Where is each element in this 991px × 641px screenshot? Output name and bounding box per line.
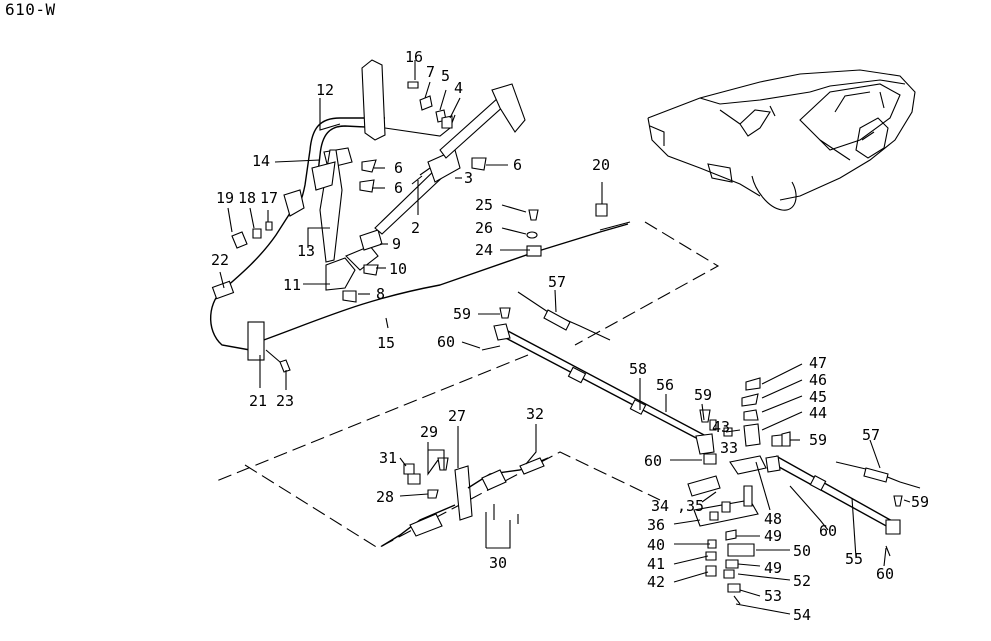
callout-49: 49 xyxy=(764,559,782,577)
callout-25: 25 xyxy=(475,196,493,214)
callout-41: 41 xyxy=(647,555,665,573)
steering-column xyxy=(374,83,526,235)
callout-43: 43 xyxy=(712,418,730,436)
callout-45: 45 xyxy=(809,388,827,406)
callout-50: 50 xyxy=(793,542,811,560)
callout-24: 24 xyxy=(475,241,493,259)
equalizer-assembly xyxy=(499,307,903,605)
callout-27: 27 xyxy=(448,407,466,425)
callout-13: 13 xyxy=(297,242,315,260)
callout-59: 59 xyxy=(453,305,471,323)
callout-16: 16 xyxy=(405,48,423,66)
callout-14: 14 xyxy=(252,152,270,170)
callout-46: 46 xyxy=(809,371,827,389)
callout-48: 48 xyxy=(764,510,782,528)
callout-47: 47 xyxy=(809,354,827,372)
diagram-code: 610-W xyxy=(5,0,56,19)
lower-lever-assembly xyxy=(381,457,549,547)
callout-7: 7 xyxy=(426,63,435,81)
callout-49: 49 xyxy=(764,527,782,545)
leader-lines xyxy=(219,60,911,615)
callout-59: 59 xyxy=(911,493,929,511)
callout-labels: 2 3 4 5 6 6 6 7 8 9 10 11 12 13 14 15 16… xyxy=(211,48,929,624)
callout-53: 53 xyxy=(764,587,782,605)
callout-5: 5 xyxy=(441,67,450,85)
rear-cable-assembly xyxy=(481,291,715,455)
callout-26: 26 xyxy=(475,219,493,237)
callout-58: 58 xyxy=(629,360,647,378)
callout-19: 19 xyxy=(216,189,234,207)
callout-57: 57 xyxy=(548,273,566,291)
callout-60: 60 xyxy=(819,522,837,540)
upper-small-parts xyxy=(231,81,631,373)
callout-6: 6 xyxy=(513,156,522,174)
lever-bracket xyxy=(311,59,456,291)
callout-4: 4 xyxy=(454,79,463,97)
callout-60: 60 xyxy=(876,565,894,583)
callout-18: 18 xyxy=(238,189,256,207)
callout-60: 60 xyxy=(644,452,662,470)
callout-15: 15 xyxy=(377,334,395,352)
callout-42: 42 xyxy=(647,573,665,591)
callout-20: 20 xyxy=(592,156,610,174)
callout-33: 33 xyxy=(720,439,738,457)
callout-17: 17 xyxy=(260,189,278,207)
callout-8: 8 xyxy=(376,285,385,303)
callout-6: 6 xyxy=(394,159,403,177)
callout-34: 34 xyxy=(651,497,669,515)
callout-56: 56 xyxy=(656,376,674,394)
callout-6: 6 xyxy=(394,179,403,197)
callout-40: 40 xyxy=(647,536,665,554)
upper-cable-assembly xyxy=(209,117,629,363)
callout-52: 52 xyxy=(793,572,811,590)
callout-60: 60 xyxy=(437,333,455,351)
callout-12: 12 xyxy=(316,81,334,99)
callout-11: 11 xyxy=(283,276,301,294)
callout-32: 32 xyxy=(526,405,544,423)
callout-59: 59 xyxy=(809,431,827,449)
callout-28: 28 xyxy=(376,488,394,506)
callout-22: 22 xyxy=(211,251,229,269)
callout-57: 57 xyxy=(862,426,880,444)
callout-23: 23 xyxy=(276,392,294,410)
boundary-dashed-outline xyxy=(213,221,720,549)
car-illustration xyxy=(647,69,916,211)
right-cable-assembly xyxy=(765,455,921,557)
callout-54: 54 xyxy=(793,606,811,624)
callout-59: 59 xyxy=(694,386,712,404)
callout-55: 55 xyxy=(845,550,863,568)
callout-3: 3 xyxy=(464,169,473,187)
callout-21: 21 xyxy=(249,392,267,410)
callout-31: 31 xyxy=(379,449,397,467)
callout-2: 2 xyxy=(411,219,420,237)
callout-9: 9 xyxy=(392,235,401,253)
callout-30: 30 xyxy=(489,554,507,572)
callout-29: 29 xyxy=(420,423,438,441)
callout-44: 44 xyxy=(809,404,827,422)
callout-10: 10 xyxy=(389,260,407,278)
callout-36: 36 xyxy=(647,516,665,534)
callout-35: ,35 xyxy=(677,497,704,515)
